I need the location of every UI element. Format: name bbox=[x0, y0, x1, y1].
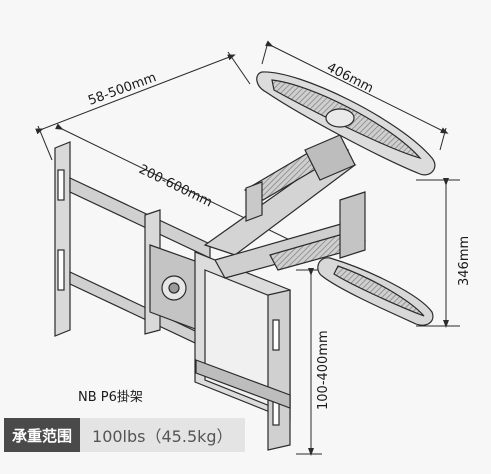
dim-plate-span: 200-600mm bbox=[136, 162, 214, 210]
bottom-arm bbox=[317, 257, 434, 326]
top-arm bbox=[256, 71, 436, 176]
dim-arm-extension: 58-500mm bbox=[86, 70, 158, 109]
dim-height-range: 100-400mm bbox=[316, 330, 331, 410]
dim-bracket-height: 346mm bbox=[457, 236, 472, 286]
model-name: NB P6掛架 bbox=[78, 390, 143, 405]
tv-bracket bbox=[194, 251, 291, 451]
dimension-lines bbox=[35, 40, 460, 456]
capacity-value: 100lbs（45.5kg） bbox=[80, 418, 245, 452]
wall-plate bbox=[54, 141, 211, 351]
load-capacity-badge: 承重范围 100lbs（45.5kg） bbox=[4, 418, 245, 452]
lower-arm bbox=[214, 191, 366, 279]
capacity-label: 承重范围 bbox=[4, 418, 81, 452]
dim-bracket-width: 406mm bbox=[324, 60, 375, 96]
upper-arm bbox=[203, 134, 357, 256]
